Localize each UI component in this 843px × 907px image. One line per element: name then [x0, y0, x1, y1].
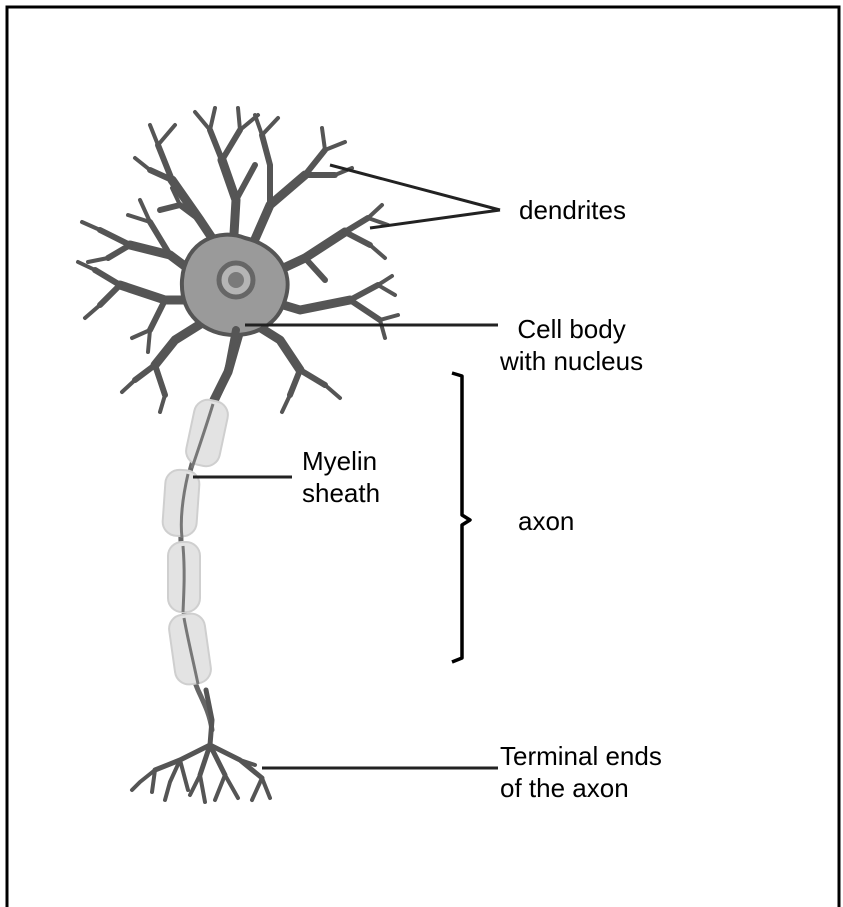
dendrites-leader-2 — [370, 210, 500, 228]
terminal-label-line-1: Terminal ends — [500, 740, 662, 772]
myelin-sheath-shape — [162, 397, 231, 686]
myelin-sheath-label: Myelin sheath — [302, 445, 380, 509]
myelin-label-line-1: Myelin — [302, 445, 380, 477]
cell-body-label-line-2: with nucleus — [500, 345, 643, 377]
terminal-ends-label: Terminal ends of the axon — [500, 740, 662, 804]
cell-body-label: Cell body with nucleus — [500, 313, 643, 377]
axon-label: axon — [518, 505, 574, 537]
axon-terminals-shape — [132, 690, 270, 802]
diagram-border — [7, 7, 839, 907]
cell-body-label-line-1: Cell body — [500, 313, 643, 345]
dendrites-leader-1 — [330, 165, 500, 210]
terminal-label-line-2: of the axon — [500, 772, 662, 804]
myelin-label-line-2: sheath — [302, 477, 380, 509]
axon-bracket — [452, 373, 470, 662]
dendrites-label: dendrites — [519, 194, 626, 226]
axon-hillock — [214, 330, 236, 402]
cell-body-shape — [182, 235, 288, 335]
